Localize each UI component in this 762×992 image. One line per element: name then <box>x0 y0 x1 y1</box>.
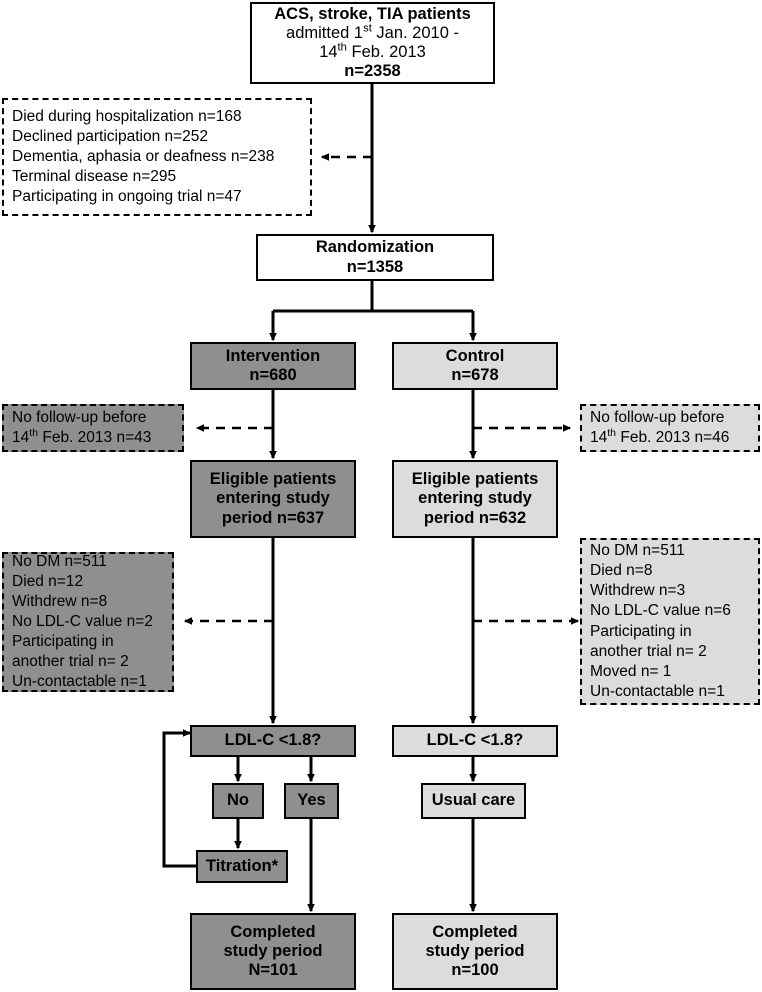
randomization-label: Randomization <box>315 238 435 257</box>
node-completed-right: Completed study period n=100 <box>392 913 558 990</box>
answer-yes-label: Yes <box>297 791 326 810</box>
node-eligible-left: Eligible patients entering study period … <box>190 460 356 538</box>
randomization-count: n=1358 <box>346 257 404 276</box>
exclusion-item: No DM n=511 <box>590 541 685 559</box>
completed-left-line2: study period <box>223 941 323 960</box>
exclusion-item: Withdrew n=8 <box>12 592 108 610</box>
exclusion-item: Died n=8 <box>590 562 653 580</box>
exclusion-item: Withdrew n=3 <box>590 582 686 600</box>
nofollowup-right-line1: No follow-up before <box>590 408 725 426</box>
exclusion-item: another trial n= 2 <box>12 653 129 671</box>
enrollment-line3: 14th Feb. 2013 <box>319 41 426 61</box>
enrollment-line1: ACS, stroke, TIA patients <box>274 4 471 23</box>
titration-label: Titration* <box>205 856 279 875</box>
control-label: Control <box>445 346 505 365</box>
ldl-left-label: LDL-C <1.8? <box>224 731 322 750</box>
node-randomization: Randomization n=1358 <box>256 234 494 281</box>
nofollowup-left-line2: 14th Feb. 2013 n=43 <box>12 426 152 446</box>
eligible-right-line3: period n=632 <box>423 508 527 527</box>
eligible-left-line1: Eligible patients <box>209 470 337 489</box>
eligible-right-line2: entering study <box>418 489 532 508</box>
node-completed-left: Completed study period N=101 <box>190 913 356 990</box>
control-count: n=678 <box>451 366 499 384</box>
node-exclusions-left: No DM n=511 Died n=12 Withdrew n=8 No LD… <box>2 552 174 692</box>
completed-left-line1: Completed <box>230 922 316 941</box>
node-exclusions-initial: Died during hospitalization n=168 Declin… <box>2 98 312 216</box>
exclusion-item: No DM n=511 <box>12 552 107 570</box>
exclusion-item: another trial n= 2 <box>590 642 707 660</box>
node-control: Control n=678 <box>392 342 558 390</box>
answer-no-label: No <box>227 791 249 810</box>
ldl-right-label: LDL-C <1.8? <box>426 731 524 750</box>
node-usual-care: Usual care <box>421 783 526 819</box>
exclusion-item: Died n=12 <box>12 572 84 590</box>
usual-care-label: Usual care <box>431 791 516 810</box>
exclusion-item: Declined participation n=252 <box>12 127 209 145</box>
exclusion-item: No LDL-C value n=2 <box>12 612 153 630</box>
eligible-right-line1: Eligible patients <box>411 470 539 489</box>
node-titration: Titration* <box>196 850 288 883</box>
node-exclusions-right: No DM n=511 Died n=8 Withdrew n=3 No LDL… <box>580 538 760 705</box>
intervention-label: Intervention <box>225 346 321 365</box>
node-intervention: Intervention n=680 <box>190 342 356 390</box>
enrollment-line2: admitted 1st Jan. 2010 - <box>286 22 459 42</box>
completed-right-count: n=100 <box>451 961 499 980</box>
nofollowup-right-line2: 14th Feb. 2013 n=46 <box>590 426 730 446</box>
completed-right-line2: study period <box>425 941 525 960</box>
eligible-left-line3: period n=637 <box>221 508 325 527</box>
node-ldl-left: LDL-C <1.8? <box>190 725 356 757</box>
node-answer-no: No <box>212 783 264 819</box>
enrollment-count: n=2358 <box>344 62 401 81</box>
eligible-left-line2: entering study <box>216 489 330 508</box>
nofollowup-left-line1: No follow-up before <box>12 408 147 426</box>
exclusion-item: Dementia, aphasia or deafness n=238 <box>12 147 275 165</box>
node-nofollowup-right: No follow-up before 14th Feb. 2013 n=46 <box>580 404 760 452</box>
completed-left-count: N=101 <box>248 961 298 980</box>
connector-randomization-split <box>273 281 473 313</box>
exclusion-item: Participating in <box>12 633 114 651</box>
exclusion-item: Participating in ongoing trial n=47 <box>12 188 242 206</box>
exclusion-item: Participating in <box>590 622 692 640</box>
exclusion-item: No LDL-C value n=6 <box>590 602 731 620</box>
exclusion-item: Un-contactable n=1 <box>12 673 147 691</box>
exclusion-item: Terminal disease n=295 <box>12 168 177 186</box>
exclusion-item: Died during hospitalization n=168 <box>12 107 242 125</box>
intervention-count: n=680 <box>249 366 297 384</box>
node-enrollment: ACS, stroke, TIA patients admitted 1st J… <box>250 2 495 84</box>
node-answer-yes: Yes <box>284 783 339 819</box>
node-nofollowup-left: No follow-up before 14th Feb. 2013 n=43 <box>2 404 184 452</box>
exclusion-item: Moved n= 1 <box>590 662 672 680</box>
node-eligible-right: Eligible patients entering study period … <box>392 460 558 538</box>
completed-right-line1: Completed <box>432 922 518 941</box>
exclusion-item: Un-contactable n=1 <box>590 682 725 700</box>
node-ldl-right: LDL-C <1.8? <box>392 725 558 757</box>
